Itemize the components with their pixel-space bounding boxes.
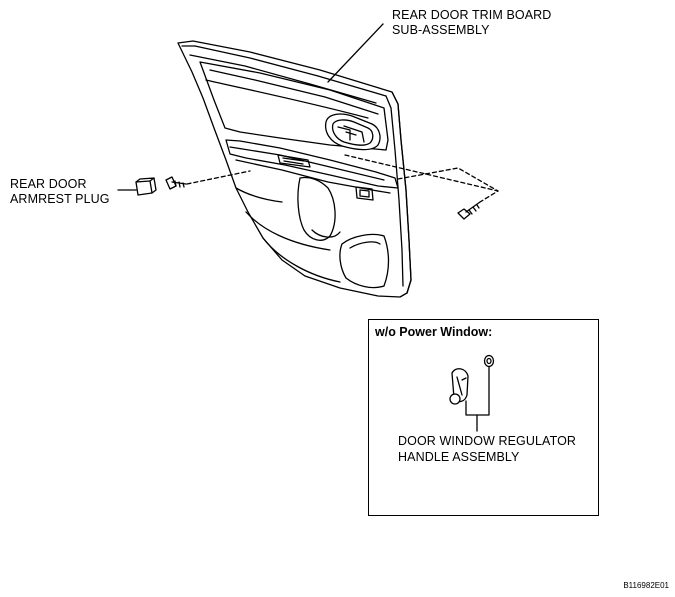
armrest-plug-part — [135, 177, 157, 196]
pull-pocket — [297, 176, 336, 241]
inset-panel — [368, 319, 599, 516]
trim-board-label-line1: REAR DOOR TRIM BOARD — [392, 8, 552, 22]
trim-board-leader — [327, 23, 384, 83]
regulator-handle-label-line2: HANDLE ASSEMBLY — [398, 450, 520, 464]
trim-board-label-line2: SUB-ASSEMBLY — [392, 23, 490, 37]
screw-left — [165, 176, 187, 190]
armrest-plug-label-line1: REAR DOOR — [10, 177, 87, 191]
switch-hole — [355, 186, 374, 201]
lower-pocket — [339, 233, 390, 289]
figure-code: B116982E01 — [623, 581, 669, 590]
regulator-handle-part — [449, 368, 469, 405]
screw-left-leader — [186, 170, 251, 185]
screw-right — [457, 201, 481, 220]
screw-right-leader-bottom — [397, 167, 499, 192]
trim-board-panel — [177, 40, 412, 298]
inside-handle-bezel — [324, 113, 381, 151]
armrest-ridge — [225, 139, 399, 189]
regulator-handle-label-line1: DOOR WINDOW REGULATOR — [398, 434, 577, 448]
trim-board-edge — [391, 91, 412, 294]
armrest-plug-recess — [277, 154, 311, 168]
armrest-plug-label-line2: ARMREST PLUG — [10, 192, 110, 206]
inset-title: w/o Power Window: — [375, 325, 493, 339]
